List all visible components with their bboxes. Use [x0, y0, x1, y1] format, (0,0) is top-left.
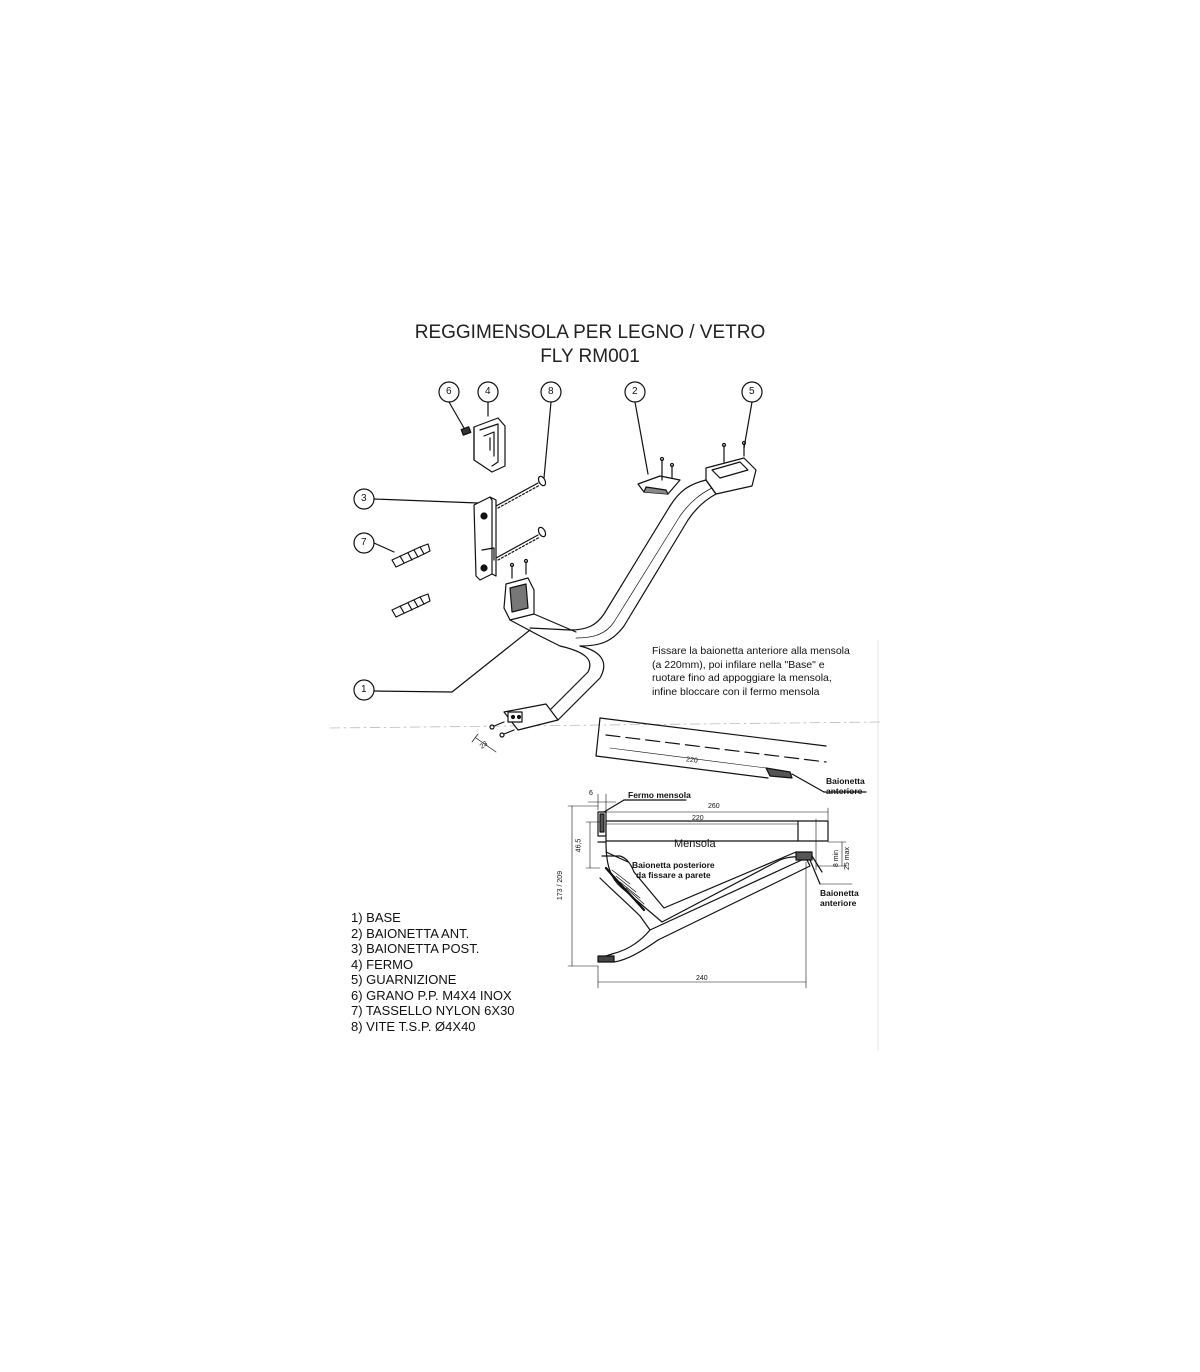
drawing-title: REGGIMENSOLA PER LEGNO / VETRO: [414, 322, 766, 343]
dim-220-top: 220: [685, 756, 699, 765]
fermo-mensola-label: Fermo mensola: [628, 790, 691, 800]
legend-item: 2) BAIONETTA ANT.: [351, 925, 470, 941]
instruction-line: ruotare fino ad appoggiare la mensola,: [652, 672, 832, 684]
callout-6: [438, 381, 465, 429]
parts-legend: 1) BASE 2) BAIONETTA ANT. 3) BAIONETTA P…: [351, 910, 515, 1034]
callout-number-4: 4: [485, 386, 491, 397]
instruction-line: Fissare la baionetta anteriore alla mens…: [652, 645, 850, 657]
dim-6: 6: [589, 790, 593, 797]
callout-1: [353, 629, 531, 701]
callout-number-1: 1: [361, 684, 367, 695]
dim-25-max: 25 max: [843, 847, 851, 870]
dim-220: 220: [692, 815, 704, 822]
grano-part: [460, 426, 472, 436]
tassello-bottom: [391, 593, 431, 618]
legend-item: 8) VITE T.S.P. Ø4X40: [351, 1018, 476, 1034]
base-part: [489, 440, 757, 738]
callout-number-8: 8: [548, 386, 554, 397]
callout-4: [477, 381, 499, 417]
baionetta-anteriore-label-bottom: Baionetta anteriore: [820, 888, 859, 908]
dim-173-209: 173 / 209: [557, 870, 565, 901]
callout-number-7: 7: [361, 537, 367, 548]
baionetta-posteriore-label: Baionetta posteriore da fissare a parete: [632, 860, 715, 880]
dim-260: 260: [708, 803, 720, 810]
dim-46-5: 46,5: [575, 838, 583, 853]
legend-item: 6) GRANO P.P. M4X4 INOX: [351, 987, 512, 1003]
callout-7: [353, 532, 395, 554]
screw-top: [495, 475, 547, 509]
dim-240: 240: [696, 975, 708, 982]
callout-2: [624, 381, 649, 475]
shelf-rotation-view: [595, 717, 867, 793]
callout-number-2: 2: [632, 386, 638, 397]
dim-8-min: 8 min: [833, 849, 841, 868]
baionetta-anteriore-label-top: Baionetta anteriore: [826, 776, 865, 796]
baionetta-posteriore-part: [473, 496, 497, 581]
callout-number-5: 5: [749, 386, 755, 397]
callout-3: [353, 488, 479, 510]
dimension-23: [471, 733, 497, 753]
instruction-line: infine bloccare con il fermo mensola: [652, 685, 820, 698]
assembly-instructions: Fissare la baionetta anteriore alla mens…: [652, 645, 850, 699]
instruction-line: (a 220mm), poi infilare nella "Base" e: [652, 658, 825, 671]
mensola-label: Mensola: [674, 838, 716, 850]
baionetta-anteriore-part: [637, 456, 681, 495]
horizon-line: [329, 721, 881, 729]
side-view-drawing: [597, 799, 829, 963]
legend-item: 4) FERMO: [351, 956, 414, 972]
legend-item: 5) GUARNIZIONE: [351, 972, 457, 987]
drawing-code: FLY RM001: [540, 346, 640, 367]
legend-item: 3) BAIONETTA POST.: [351, 941, 480, 956]
side-view-dimensions: [567, 793, 853, 989]
screw-bottom: [495, 526, 547, 561]
tassello-top: [391, 543, 431, 568]
callout-8: [540, 381, 562, 479]
fermo-part: [473, 417, 506, 473]
legend-item: 1) BASE: [351, 910, 401, 925]
callout-number-6: 6: [446, 386, 452, 397]
callout-number-3: 3: [361, 493, 367, 504]
callout-5: [741, 381, 763, 449]
legend-item: 7) TASSELLO NYLON 6X30: [351, 1003, 515, 1018]
